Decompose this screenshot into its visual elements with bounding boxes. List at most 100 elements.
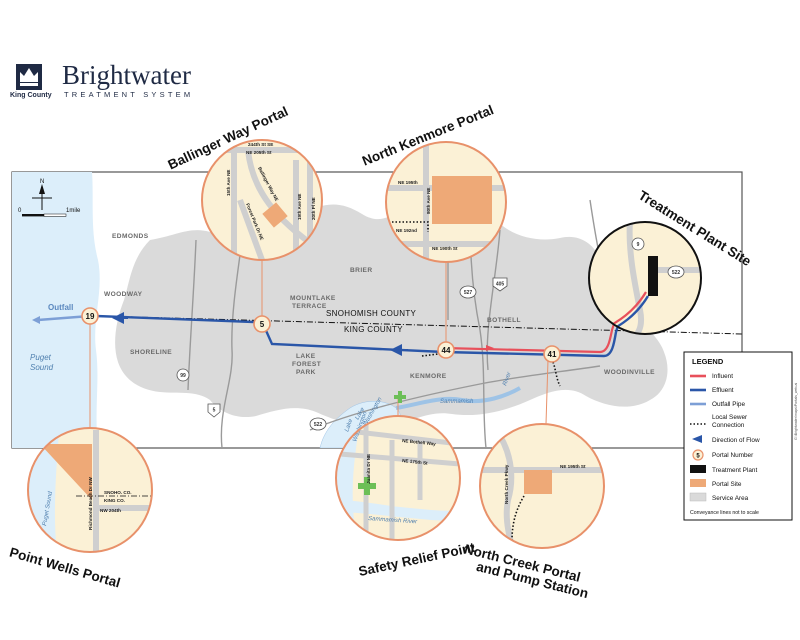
portal-marker-19[interactable]: 19 <box>81 307 99 325</box>
svg-text:527: 527 <box>464 290 473 296</box>
outfall-arrow-icon <box>32 316 40 324</box>
legend-portal-icon <box>692 449 704 461</box>
legend: LEGEND Influent Effluent Outfall Pipe Lo… <box>683 351 793 521</box>
legend-label: Portal Number <box>712 452 754 459</box>
legend-label: Local Sewer <box>712 414 748 421</box>
street-label: 15th Ave NE <box>226 170 231 196</box>
svg-text:5: 5 <box>696 454 700 460</box>
north-label: N <box>40 179 44 185</box>
legend-label: Connection <box>712 422 745 429</box>
svg-text:522: 522 <box>672 270 681 276</box>
inset-ballinger-way[interactable]: Ballinger Way Portal 244th St SE NE 205t… <box>166 104 330 270</box>
portal-number: 41 <box>548 350 557 359</box>
hwy-9-icon: 9 <box>631 237 645 251</box>
city-park: PARK <box>296 369 316 376</box>
brand-name: Brightwater <box>62 60 191 90</box>
scale-bar: 0 1mile <box>18 208 81 217</box>
street-label: SNOHO. CO. <box>104 490 132 495</box>
legend-label: Direction of Flow <box>712 437 760 444</box>
portal-site <box>262 202 288 228</box>
river-river: River <box>502 371 513 387</box>
legend-label: Service Area <box>712 495 749 502</box>
street-label: 19th Ave NE <box>297 194 302 220</box>
svg-text:9: 9 <box>637 242 640 248</box>
portal-marker-41[interactable]: 41 <box>543 345 561 363</box>
svg-text:522: 522 <box>314 422 323 428</box>
street-label: NE 190th St <box>432 246 458 251</box>
hwy-522-plant-icon: 522 <box>667 265 685 279</box>
street-label: NE 175th St <box>402 458 428 466</box>
city-bothell: BOTHELL <box>487 317 521 324</box>
agency-name: King County <box>10 92 52 99</box>
treatment-plant <box>648 256 658 296</box>
legend-label: Influent <box>712 373 733 380</box>
portal-leaders <box>89 260 621 428</box>
local-sewer <box>392 221 429 232</box>
portal-number: 44 <box>442 346 451 355</box>
city-lake: LAKE <box>296 353 316 360</box>
relief-point-icon <box>358 477 376 495</box>
street-label: NE 195th <box>398 180 418 185</box>
hwy-522-icon: 522 <box>309 417 327 431</box>
svg-text:0: 0 <box>18 208 22 214</box>
street-label: 244th St SE <box>248 142 273 147</box>
portal-site <box>432 176 492 224</box>
street-label: Juanita Dr NE <box>366 454 371 484</box>
street-label: NE Bothell Way <box>402 438 437 447</box>
legend-title: LEGEND <box>692 357 724 366</box>
boundary-south-label: KING COUNTY <box>344 325 403 334</box>
legend-swatch-site <box>690 479 706 487</box>
hwy-5-south-icon: 5 <box>207 403 221 418</box>
sammamish-river <box>395 386 521 410</box>
street-label: NE 195th St <box>560 464 586 469</box>
legend-label: Portal Site <box>712 481 742 488</box>
credit-text: G:\Brightwater\maps\Portals_web.ai <box>794 382 798 440</box>
legend-swatch-plant <box>690 465 706 473</box>
street-label: 80th Ave NE <box>426 188 431 214</box>
street-label: NW 204th <box>100 508 121 513</box>
portal-marker-5[interactable]: 5 <box>253 315 271 333</box>
street-label: Richmond Beach Dr NW <box>88 477 93 530</box>
city-woodinville: WOODINVILLE <box>604 369 655 376</box>
svg-text:99: 99 <box>180 373 186 379</box>
city-edmonds: EDMONDS <box>112 233 149 240</box>
hwy-527-icon: 527 <box>459 285 477 299</box>
portal-site <box>40 444 92 500</box>
brand-subtitle: TREATMENT SYSTEM <box>64 90 193 99</box>
crown-icon <box>16 64 42 90</box>
water-puget: Puget <box>30 353 52 362</box>
city-kenmore: KENMORE <box>410 373 447 380</box>
city-woodway: WOODWAY <box>104 291 143 298</box>
water-sound: Sound <box>30 363 54 372</box>
city-brier: BRIER <box>350 267 373 274</box>
boundary-north-label: SNOHOMISH COUNTY <box>326 309 416 318</box>
hwy-99-icon: 99 <box>176 368 190 382</box>
puget-sound-water <box>12 172 100 448</box>
street-label: 20th Pl NE <box>311 197 316 220</box>
street-label: NE 192nd <box>396 228 417 233</box>
city-mountlake: MOUNTLAKE <box>290 295 336 302</box>
svg-text:5: 5 <box>213 408 216 414</box>
river-label: Sammamish River <box>368 516 418 525</box>
river-sammamish: Sammamish <box>440 399 474 405</box>
local-sewer <box>421 353 439 357</box>
highway-shields: 5 99 522 527 405 <box>176 277 508 431</box>
north-arrow-icon: N <box>32 179 52 210</box>
inset-title: Safety Relief Point <box>357 540 477 579</box>
inset-north-creek[interactable]: NE 195th St North Creek Pkwy North Creek… <box>463 423 610 601</box>
city-terrace: TERRACE <box>292 303 327 310</box>
svg-text:1mile: 1mile <box>66 208 81 214</box>
water-label: Lake <box>344 418 354 433</box>
city-shoreline: SHORELINE <box>130 349 172 356</box>
legend-label: Outfall Pipe <box>712 401 745 408</box>
legend-label: Effluent <box>712 387 734 394</box>
portal-marker-44[interactable]: 44 <box>437 341 455 359</box>
street-label: KING CO. <box>104 498 125 503</box>
outfall-label: Outfall <box>48 303 73 312</box>
legend-arrow-icon <box>692 435 702 443</box>
svg-text:405: 405 <box>496 282 505 288</box>
relief-point-icon <box>394 391 406 403</box>
street-label: North Creek Pkwy <box>504 464 509 504</box>
portal-number: 19 <box>86 312 95 321</box>
